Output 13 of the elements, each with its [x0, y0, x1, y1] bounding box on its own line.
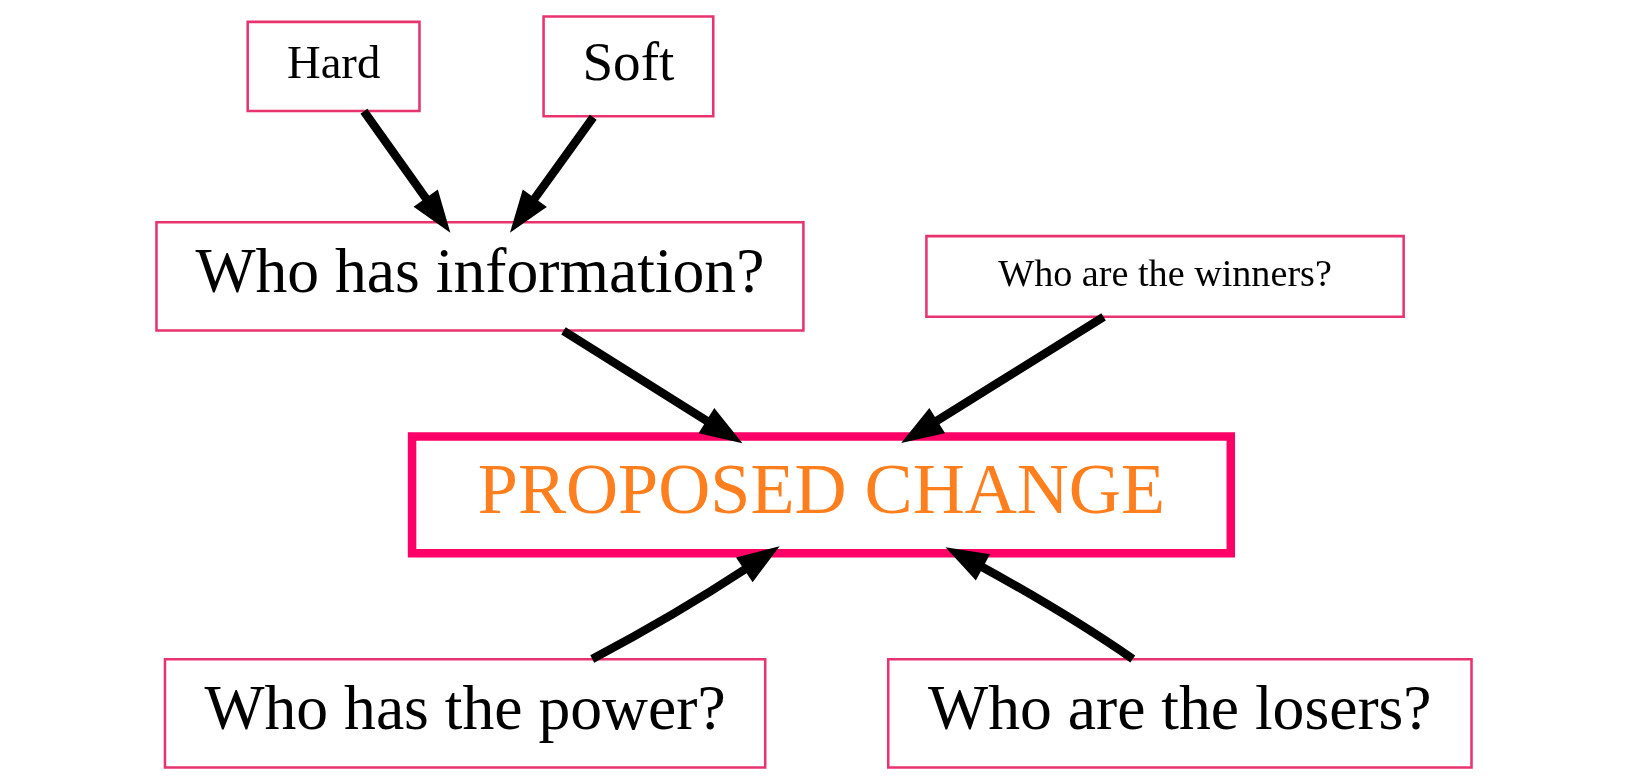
arrow [560, 327, 742, 444]
node-box: Who are the losers? [886, 657, 1473, 769]
node-box: Soft [541, 15, 715, 118]
arrow [509, 114, 597, 233]
arrow [944, 547, 1135, 663]
node-box: Who has the power? [163, 657, 766, 769]
node-box: Who has information? [154, 221, 805, 332]
arrow [359, 108, 450, 233]
node-box: PROPOSED CHANGE [407, 432, 1235, 558]
node-box: Hard [245, 20, 421, 113]
arrow [589, 546, 780, 663]
node-box: Who are the winners? [924, 234, 1405, 318]
arrow [900, 313, 1106, 444]
